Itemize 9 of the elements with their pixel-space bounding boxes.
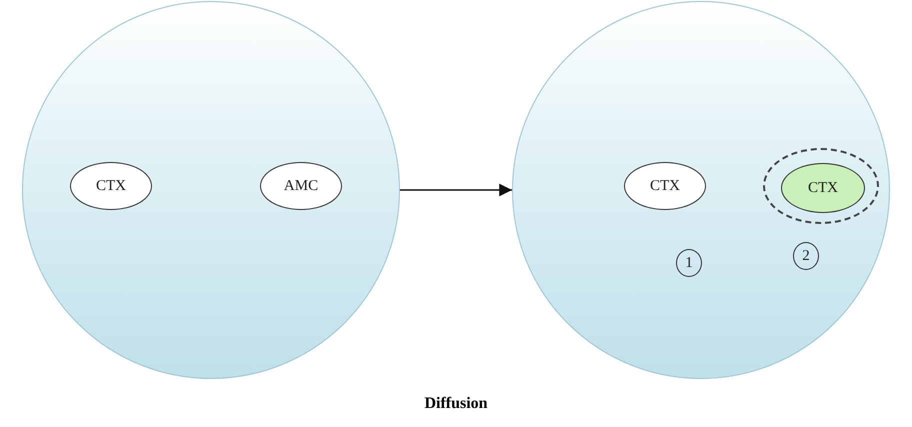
dashed-ellipse [763,148,879,224]
ellipse-label: AMC [260,162,342,210]
circled-number: 1 [676,249,702,277]
ellipse-label: CTX [70,162,152,210]
ellipse-label: CTX [781,163,865,213]
caption: Diffusion [424,395,488,413]
arrow [400,184,512,196]
circled-number: 2 [793,242,819,270]
ellipse-label: CTX [624,162,706,210]
